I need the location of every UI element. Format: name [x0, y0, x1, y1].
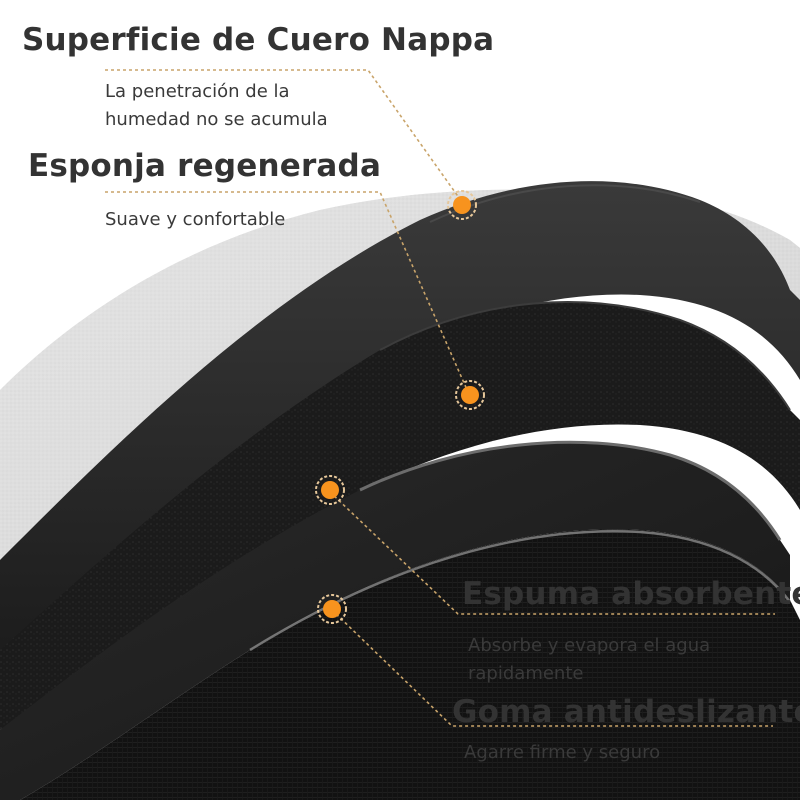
leader-lines — [105, 69, 775, 727]
leader-line-3 — [329, 491, 775, 615]
rubber-layer — [20, 529, 800, 800]
desc-line: humedad no se acumula — [105, 109, 328, 130]
desc-line: rapidamente — [468, 663, 584, 684]
layer-title-absorbent-foam: Espuma absorbente — [462, 576, 800, 612]
layer-description-regenerated-sponge: Suave y confortable — [105, 206, 285, 234]
foam-layer — [0, 441, 790, 800]
desc-line: Agarre firme y seguro — [464, 742, 661, 763]
layer-description-absorbent-foam: Absorbe y evapora el agua rapidamente — [468, 632, 710, 688]
leader-line-2 — [105, 191, 469, 393]
marker-dot-3 — [315, 475, 345, 505]
layer-markers — [315, 190, 485, 624]
desc-line: Absorbe y evapora el agua — [468, 635, 711, 656]
layer-description-anti-slip-rubber: Agarre firme y seguro — [464, 739, 660, 767]
leader-line-4 — [331, 609, 773, 727]
leather-layer — [0, 181, 800, 661]
layer-description-nappa-leather: La penetración de la humedad no se acumu… — [105, 78, 328, 134]
marker-dot-2 — [455, 380, 485, 410]
sponge-layer — [0, 301, 800, 730]
marker-dot-4 — [317, 594, 347, 624]
desc-line: Suave y confortable — [105, 209, 286, 230]
desc-line: La penetración de la — [105, 81, 290, 102]
marker-dot-1 — [447, 190, 477, 220]
layer-title-regenerated-sponge: Esponja regenerada — [28, 148, 382, 184]
layer-title-nappa-leather: Superficie de Cuero Nappa — [22, 22, 495, 58]
layer-title-anti-slip-rubber: Goma antideslizante — [452, 694, 800, 730]
